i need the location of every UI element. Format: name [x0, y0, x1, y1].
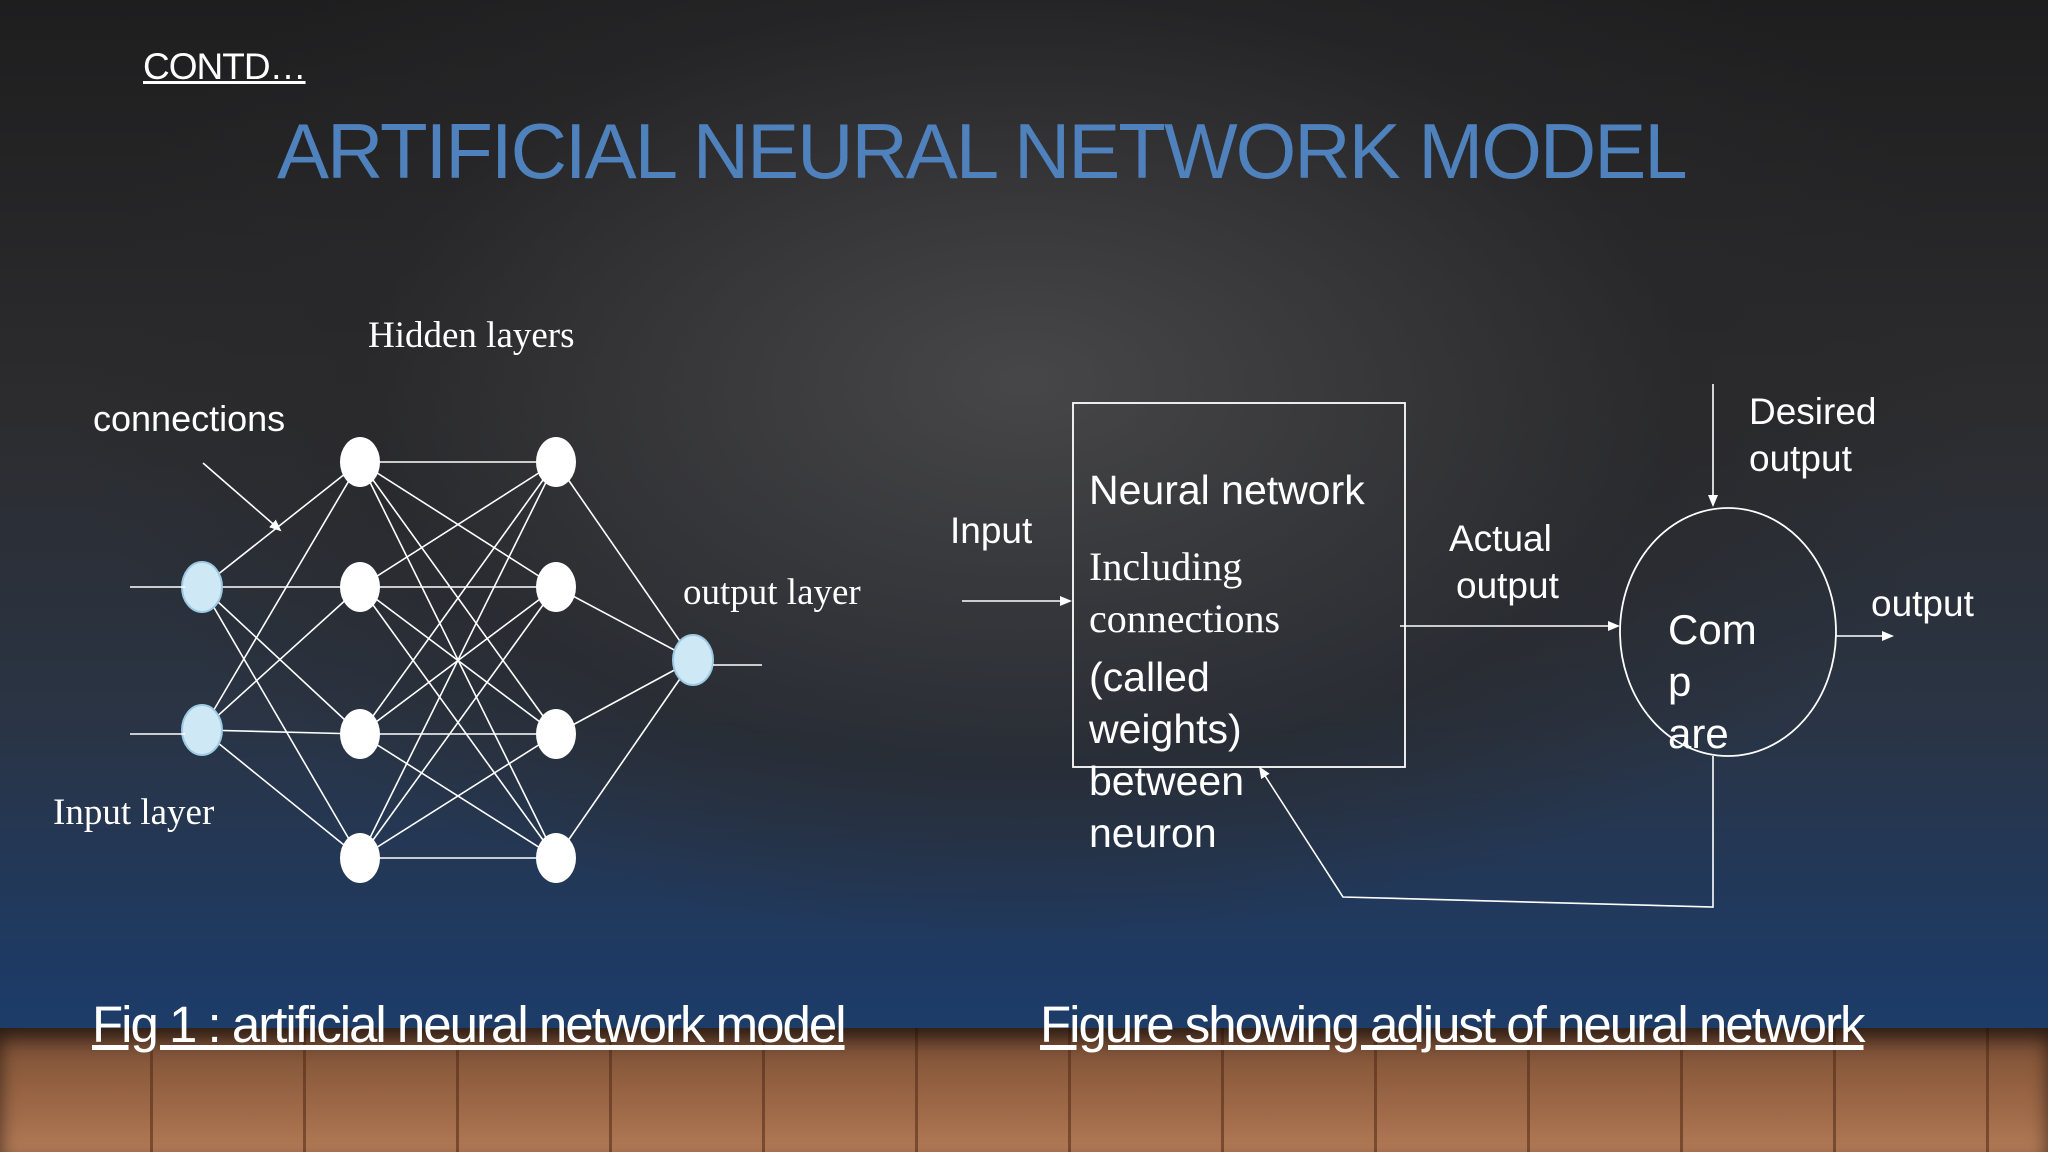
hidden1-neuron: [340, 709, 380, 759]
input-layer-label: Input layer: [53, 792, 215, 833]
desired-output-label-1: Desired: [1749, 391, 1877, 432]
hidden2-neuron: [536, 562, 576, 612]
box-label-called: (called: [1089, 654, 1210, 700]
connections-label: connections: [93, 398, 286, 439]
box-label-neuron: neuron: [1089, 810, 1217, 856]
feedback-loop: [1258, 756, 1714, 908]
connection-line: [201, 729, 361, 735]
output-neuron: [672, 634, 714, 686]
connection-line: [201, 586, 361, 735]
compare-label-3: are: [1668, 710, 1729, 757]
figure2-caption: Figure showing adjust of neural network: [1040, 996, 1865, 1053]
connection-line: [555, 659, 694, 859]
box-label-connections: connections: [1089, 596, 1281, 641]
compare-circle: [1619, 507, 1837, 757]
connection-line: [555, 659, 694, 735]
box-label-including: Including: [1089, 544, 1243, 589]
connection-line: [555, 586, 694, 661]
box-label-weights: weights): [1089, 706, 1242, 752]
hidden2-neuron: [536, 709, 576, 759]
output-label: output: [1871, 583, 1974, 624]
contd-label: CONTD…: [143, 46, 307, 87]
compare-label-2: p: [1668, 658, 1692, 705]
figure1-caption: Fig 1 : artificial neural network model: [92, 996, 847, 1053]
connection-line: [359, 586, 557, 859]
input-neuron: [181, 704, 223, 756]
connection-line: [555, 461, 694, 661]
connection-line: [201, 586, 361, 731]
hidden1-neuron: [340, 562, 380, 612]
desired-output-label-2: output: [1749, 438, 1852, 479]
connection-line: [201, 729, 361, 859]
connection-line: [359, 461, 557, 588]
box-label-between: between: [1089, 758, 1245, 804]
input-label: Input: [950, 510, 1033, 551]
neural-network-box: [1072, 402, 1406, 768]
output-layer-label: output layer: [683, 572, 861, 613]
compare-label-1: Com: [1668, 606, 1757, 653]
hidden-layers-label: Hidden layers: [368, 315, 575, 356]
wooden-floor: [0, 1028, 2048, 1152]
hidden1-neuron: [340, 833, 380, 883]
connection-line: [359, 461, 557, 735]
hidden2-neuron: [536, 437, 576, 487]
hidden1-neuron: [340, 437, 380, 487]
slide-title: ARTIFICIAL NEURAL NETWORK MODEL: [277, 107, 1688, 195]
actual-output-label-2: output: [1456, 565, 1559, 606]
connection-line: [201, 586, 361, 859]
box-label-neural-network: Neural network: [1089, 467, 1365, 513]
hidden2-neuron: [536, 833, 576, 883]
actual-output-label-1: Actual: [1449, 518, 1552, 559]
connection-line: [201, 461, 361, 731]
connection-line: [359, 733, 557, 859]
connection-line: [359, 461, 557, 859]
connections-pointer: [202, 462, 282, 532]
